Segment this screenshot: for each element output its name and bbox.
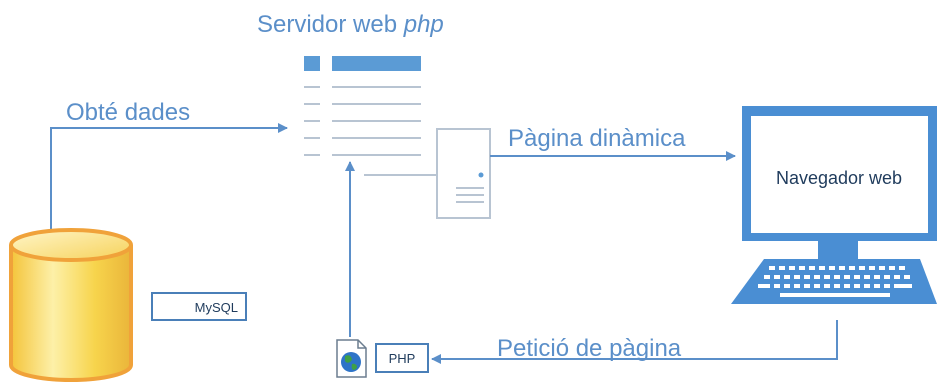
- mysql-tag: MySQL: [151, 292, 247, 321]
- database-cylinder-icon: [9, 228, 133, 382]
- php-tag: PHP: [375, 343, 429, 373]
- server-document-icon: [304, 56, 437, 176]
- gets-data-connector: [50, 123, 288, 232]
- page-request-label: Petició de pàgina: [497, 335, 682, 362]
- server-tower-icon: [436, 128, 491, 219]
- monitor-icon: Navegador web: [742, 106, 937, 259]
- php-file-globe-icon: [336, 339, 367, 378]
- php-label: PHP: [389, 351, 416, 366]
- dynamic-page-label: Pàgina dinàmica: [508, 125, 686, 152]
- keyboard-icon: [731, 259, 937, 304]
- browser-label: Navegador web: [776, 168, 902, 188]
- server-title: Servidor web php: [257, 11, 444, 38]
- page-request-connector: [431, 320, 838, 364]
- gets-data-label: Obté dades: [66, 99, 190, 126]
- mysql-label: MySQL: [195, 300, 238, 315]
